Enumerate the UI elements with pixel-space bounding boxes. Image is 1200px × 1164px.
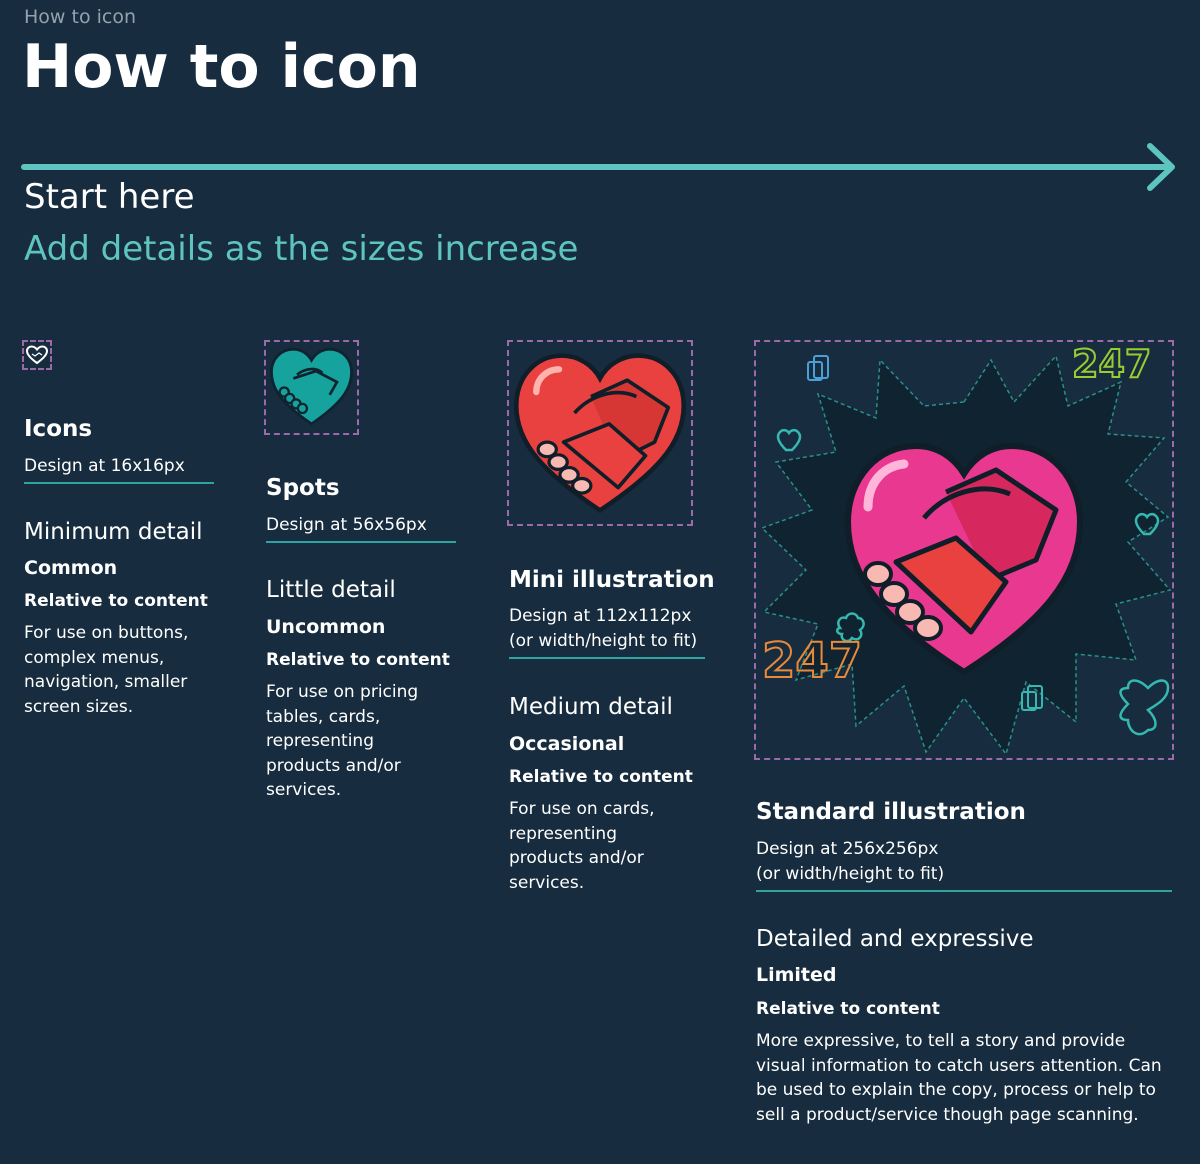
column-mini-illustration: Mini illustration Design at 112x112px (o… (507, 340, 739, 900)
relative-label: Relative to content (266, 650, 450, 670)
spot-frame (264, 340, 359, 435)
column-icons: Icons Design at 16x16px Minimum detail C… (22, 340, 254, 740)
divider (509, 657, 705, 659)
handshake-heart-standard-illustration (760, 354, 1172, 756)
relative-label: Relative to content (24, 591, 208, 611)
frequency: Common (24, 557, 118, 579)
badge-247-top: 247 (1071, 341, 1152, 387)
subtitle: Add details as the sizes increase (24, 229, 579, 269)
icon-frame (22, 340, 52, 370)
usage-description: For use on buttons, complex menus, navig… (24, 623, 189, 717)
page-title: How to icon (22, 32, 421, 102)
frequency: Occasional (509, 733, 625, 755)
detail-level: Medium detail (509, 694, 673, 720)
usage-description: For use on cards, representing products … (509, 799, 655, 893)
size-spec: Design at 256x256px (756, 839, 939, 859)
divider (756, 890, 1172, 892)
badge-247-bottom: 247 (761, 633, 863, 689)
detail-level: Detailed and expressive (756, 926, 1034, 952)
standard-illustration-frame: 247 247 (754, 340, 1174, 760)
usage-description: For use on pricing tables, cards, repres… (266, 682, 419, 800)
column-name: Standard illustration (756, 799, 1026, 825)
divider (266, 541, 456, 543)
relative-label: Relative to content (756, 999, 940, 1019)
divider (24, 482, 214, 484)
size-spec: Design at 112x112px (509, 606, 692, 626)
breadcrumb[interactable]: How to icon (24, 6, 136, 28)
column-spots: Spots Design at 56x56px Little detail Un… (264, 340, 496, 810)
column-standard-illustration: 247 247 Standard illustration Design at … (754, 340, 1176, 1160)
relative-label: Relative to content (509, 767, 693, 787)
size-spec: Design at 16x16px (24, 456, 185, 476)
column-name: Spots (266, 475, 340, 501)
size-spec: Design at 56x56px (266, 515, 427, 535)
handshake-heart-spot-icon (270, 347, 353, 426)
handshake-heart-mini-illustration (514, 353, 686, 514)
usage-description: More expressive, to tell a story and pro… (756, 1031, 1162, 1125)
size-spec-note: (or width/height to fit) (756, 864, 945, 884)
column-name: Mini illustration (509, 567, 715, 593)
frequency: Limited (756, 964, 837, 986)
detail-level: Minimum detail (24, 519, 203, 545)
heart-outline-icon (25, 345, 49, 365)
column-name: Icons (24, 416, 93, 442)
arrow-right-icon (21, 143, 1175, 191)
mini-illustration-frame (507, 340, 693, 526)
detail-level: Little detail (266, 577, 396, 603)
start-label: Start here (24, 177, 195, 217)
frequency: Uncommon (266, 616, 386, 638)
size-spec-note: (or width/height to fit) (509, 631, 698, 651)
